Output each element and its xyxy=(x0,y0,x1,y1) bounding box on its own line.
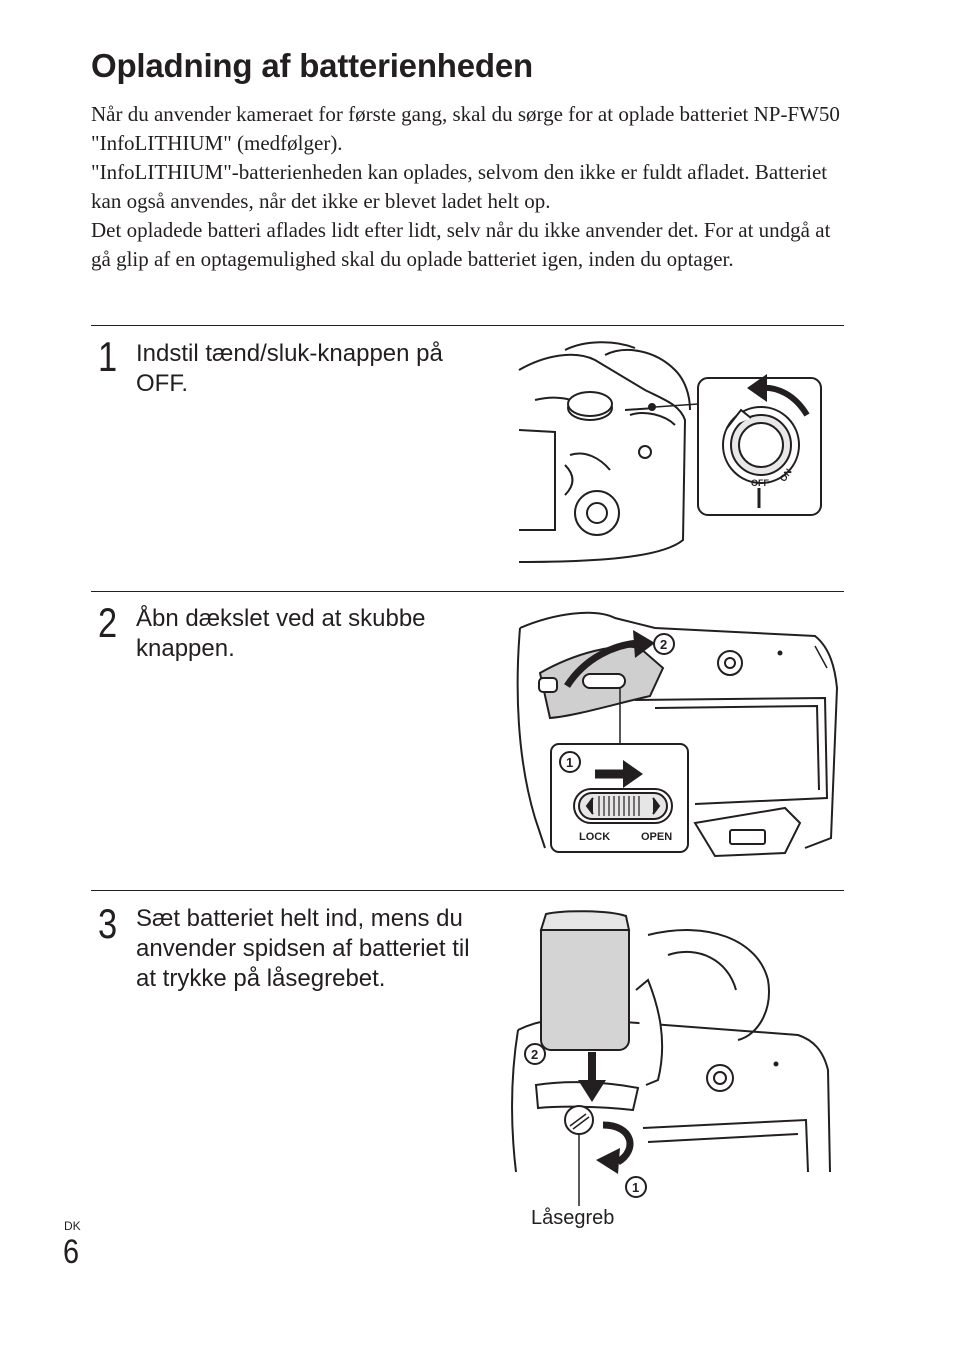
step-2-marker-2: 2 xyxy=(660,637,667,652)
language-code: DK xyxy=(64,1219,81,1233)
power-switch-illustration: OFF ON xyxy=(515,340,827,570)
battery-cover-illustration: 2 1 LOCK OPEN xyxy=(515,608,845,858)
step-2-marker-1: 1 xyxy=(566,755,573,770)
step-3-marker-2: 2 xyxy=(531,1047,538,1062)
page-title: Opladning af batterienheden xyxy=(91,47,533,84)
intro-paragraph-1: Når du anvender kameraet for første gang… xyxy=(91,102,840,155)
step-1-number: 1 xyxy=(98,333,118,380)
lock-label: LOCK xyxy=(579,831,610,843)
step-3-marker-1: 1 xyxy=(632,1180,639,1195)
step-3-divider xyxy=(91,890,844,891)
step-2-number: 2 xyxy=(98,599,118,646)
intro-paragraph-2: "InfoLITHIUM"-batterienheden kan oplades… xyxy=(91,160,828,213)
intro-text: Når du anvender kameraet for første gang… xyxy=(91,100,851,274)
page-number: 6 xyxy=(63,1233,80,1271)
step-3-text: Sæt batteriet helt ind, mens du anvender… xyxy=(136,905,470,992)
open-label: OPEN xyxy=(641,831,672,843)
step-2-text: Åbn dækslet ved at skubbe knappen. xyxy=(136,605,426,662)
lock-lever-caption: Låsegreb xyxy=(531,1207,615,1229)
step-3-number: 3 xyxy=(98,900,118,947)
battery-insert-illustration: 2 1 xyxy=(508,910,840,1206)
step-1-text: Indstil tænd/sluk-knappen på OFF. xyxy=(136,340,443,397)
step-1-divider xyxy=(91,325,844,326)
intro-paragraph-3: Det opladede batteri aflades lidt efter … xyxy=(91,218,831,271)
step-2-divider xyxy=(91,591,844,592)
power-switch-off-label: OFF xyxy=(751,478,769,488)
